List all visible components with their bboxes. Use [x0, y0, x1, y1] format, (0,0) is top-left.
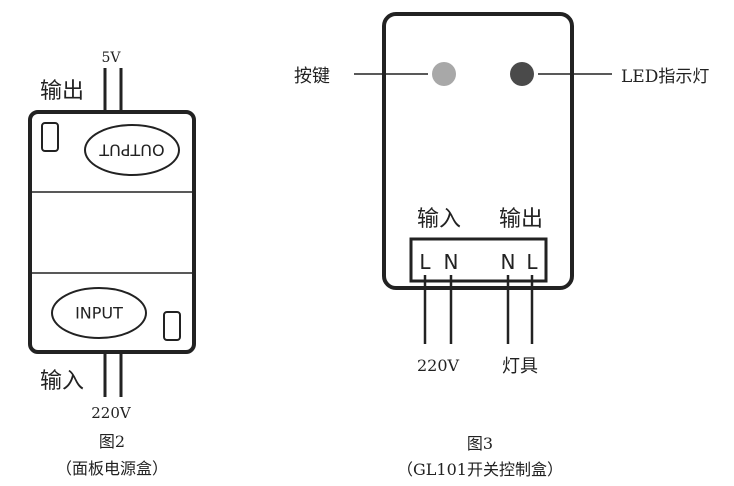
led-label: LED指示灯: [621, 67, 709, 87]
led-dot: [510, 62, 534, 86]
fig3-caption-number: 图3: [466, 434, 494, 453]
fig3-caption-title: （GL101开关控制盒）: [397, 460, 563, 479]
button-dot: [432, 62, 456, 86]
terminal-l-output: L: [526, 250, 538, 274]
output-oval: [84, 124, 180, 176]
fig2-caption-number: 图2: [98, 432, 126, 451]
label-5v: 5V: [101, 50, 121, 66]
label-220v-fig2: 220V: [91, 404, 132, 422]
button-label: 按键: [294, 66, 330, 87]
terminal-input-label: 输入: [417, 207, 461, 232]
output-oval-text: OUTPUT: [99, 141, 164, 160]
label-220v-fig3: 220V: [417, 356, 460, 375]
input-oval-text: INPUT: [75, 304, 123, 323]
label-input-side: 输入: [40, 369, 84, 394]
label-output-side: 输出: [40, 79, 84, 104]
terminal-n-output: N: [501, 250, 516, 274]
terminal-output-label: 输出: [499, 207, 543, 232]
terminal-l-input: L: [419, 250, 431, 274]
input-slot: [163, 311, 181, 341]
terminal-block: [409, 237, 548, 283]
input-oval: [51, 287, 147, 339]
output-slot: [41, 122, 59, 152]
terminal-n-input: N: [444, 250, 459, 274]
figure-3-switch-box: 按键 LED指示灯 输入 输出 L N N L 220V 灯具: [294, 12, 709, 377]
fig2-caption-title: （面板电源盒）: [55, 459, 168, 478]
label-lamp: 灯具: [502, 356, 538, 377]
figure-2-power-box: 5V 输出 OUTPUT INPUT 输入 220V: [28, 50, 196, 422]
